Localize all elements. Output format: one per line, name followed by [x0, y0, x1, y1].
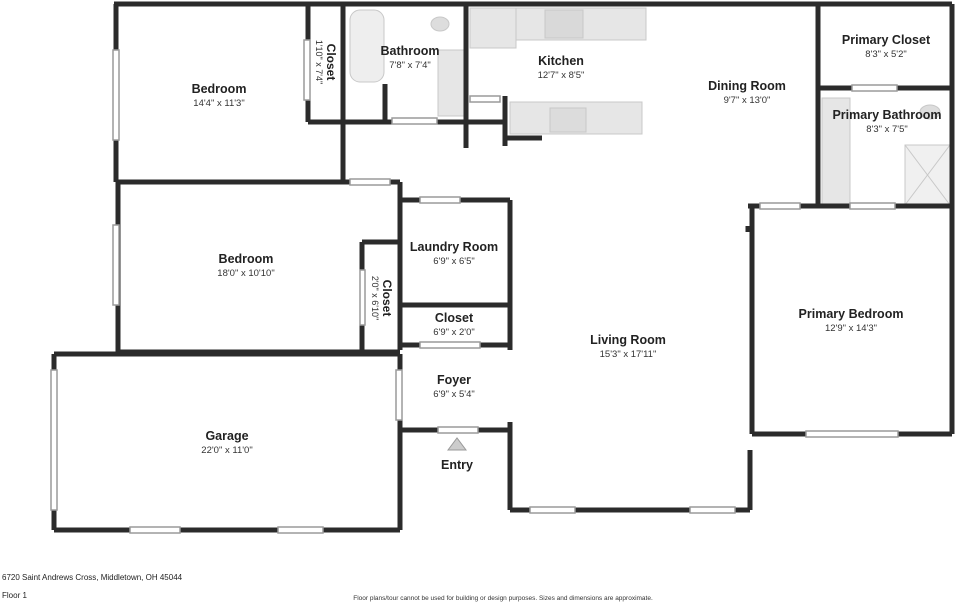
room-dimensions: 7'8" x 7'4"	[389, 60, 431, 71]
room-dimensions: 15'3" x 17'11"	[599, 349, 657, 360]
room-label-laundry-room: Laundry Room 6'9" x 6'5"	[410, 240, 498, 267]
primary-bath-door	[849, 202, 896, 210]
room-name: Primary Closet	[841, 33, 931, 47]
shower-x2	[904, 144, 951, 206]
room-label-primary-bathroom: Primary Bathroom 8'3" x 7'5"	[832, 108, 941, 135]
entry-label: Entry	[441, 458, 473, 472]
primary-toilet	[919, 104, 941, 120]
garage-window-2	[277, 526, 324, 534]
room-dimensions: 2'0" x 6'10"	[370, 275, 380, 321]
room-name: Laundry Room	[409, 240, 499, 254]
room-name: Closet	[434, 311, 474, 325]
room-dimensions: 6'9" x 5'4"	[433, 389, 475, 400]
entry-door	[437, 426, 479, 434]
kitchen-passage	[469, 95, 501, 103]
primary-bed-door	[759, 202, 801, 210]
room-name: Living Room	[590, 333, 666, 347]
windows	[50, 39, 899, 534]
bathtub	[349, 9, 385, 83]
room-dimensions: 8'3" x 7'5"	[866, 124, 908, 135]
room-label-closet-1: Closet 1'10" x 7'4"	[314, 40, 338, 84]
entry-text: Entry	[441, 458, 473, 472]
primary-closet-door	[851, 84, 898, 92]
bath-toilet	[430, 16, 450, 32]
room-label-garage: Garage 22'0" x 11'0"	[201, 429, 252, 456]
room-name: Primary Bedroom	[798, 307, 904, 321]
room-label-dining-room: Dining Room 9'7" x 13'0"	[708, 79, 786, 106]
closet1-door	[303, 39, 311, 101]
room-dimensions: 1'10" x 7'4"	[314, 39, 324, 85]
room-dimensions: 12'7" x 8'5"	[537, 70, 585, 81]
room-name: Dining Room	[708, 79, 786, 93]
room-label-living-room: Living Room 15'3" x 17'11"	[590, 333, 666, 360]
kitchen-counter-top	[469, 7, 517, 49]
room-label-bathroom: Bathroom 7'8" x 7'4"	[380, 44, 439, 71]
entry-arrow-icon	[447, 437, 467, 451]
room-label-primary-closet: Primary Closet 8'3" x 5'2"	[842, 33, 930, 60]
room-label-bedroom-1: Bedroom 14'4" x 11'3"	[192, 82, 247, 109]
disclaimer-text: Floor plans/tour cannot be used for buil…	[353, 595, 653, 602]
bed1-door	[349, 178, 391, 186]
stove	[544, 9, 584, 39]
room-dimensions: 14'4" x 11'3"	[193, 98, 245, 109]
room-name: Kitchen	[538, 54, 584, 68]
room-label-primary-bedroom: Primary Bedroom 12'9" x 14'3"	[799, 307, 904, 334]
room-name: Bedroom	[218, 252, 274, 266]
bath-vanity	[437, 49, 465, 117]
bath-door	[391, 117, 438, 125]
garage-window-1	[129, 526, 181, 534]
room-dimensions: 9'7" x 13'0"	[723, 95, 771, 106]
room-dimensions: 8'3" x 5'2"	[865, 49, 907, 60]
address-text: 6720 Saint Andrews Cross, Middletown, OH…	[2, 573, 183, 582]
walls	[51, 1, 955, 533]
room-label-foyer: Foyer 6'9" x 5'4"	[433, 373, 475, 400]
room-name: Closet	[324, 43, 338, 81]
room-label-closet-2: Closet 2'0" x 6'10"	[370, 276, 394, 320]
room-label-kitchen: Kitchen 12'7" x 8'5"	[538, 54, 585, 81]
closet2-door	[359, 269, 366, 326]
room-dimensions: 6'9" x 6'5"	[433, 256, 475, 267]
living-window-2	[689, 506, 736, 514]
window-bed1	[112, 49, 120, 141]
room-name: Garage	[205, 429, 249, 443]
living-window-1	[529, 506, 576, 514]
garage-vehicle-door	[50, 369, 58, 511]
room-name: Closet	[380, 279, 394, 317]
room-dimensions: 22'0" x 11'0"	[201, 445, 253, 456]
room-name: Bedroom	[191, 82, 247, 96]
garage-door-interior	[395, 369, 403, 421]
room-name: Primary Bathroom	[832, 108, 942, 122]
kitchen-sink	[549, 107, 587, 133]
fixtures	[349, 7, 951, 207]
room-name: Foyer	[436, 373, 472, 387]
room-name: Bathroom	[380, 44, 440, 58]
window-bed2	[112, 224, 120, 306]
primary-bed-window	[805, 430, 899, 438]
room-dimensions: 18'0" x 10'10"	[217, 268, 275, 279]
room-dimensions: 6'9" x 2'0"	[433, 327, 475, 338]
room-label-bedroom-2: Bedroom 18'0" x 10'10"	[217, 252, 274, 279]
laundry-door	[419, 196, 461, 204]
room-label-closet-3: Closet 6'9" x 2'0"	[433, 311, 475, 338]
room-dimensions: 12'9" x 14'3"	[824, 323, 878, 334]
floor-text: Floor 1	[2, 591, 27, 600]
closet3-door	[419, 341, 481, 349]
primary-vanity	[821, 97, 851, 207]
